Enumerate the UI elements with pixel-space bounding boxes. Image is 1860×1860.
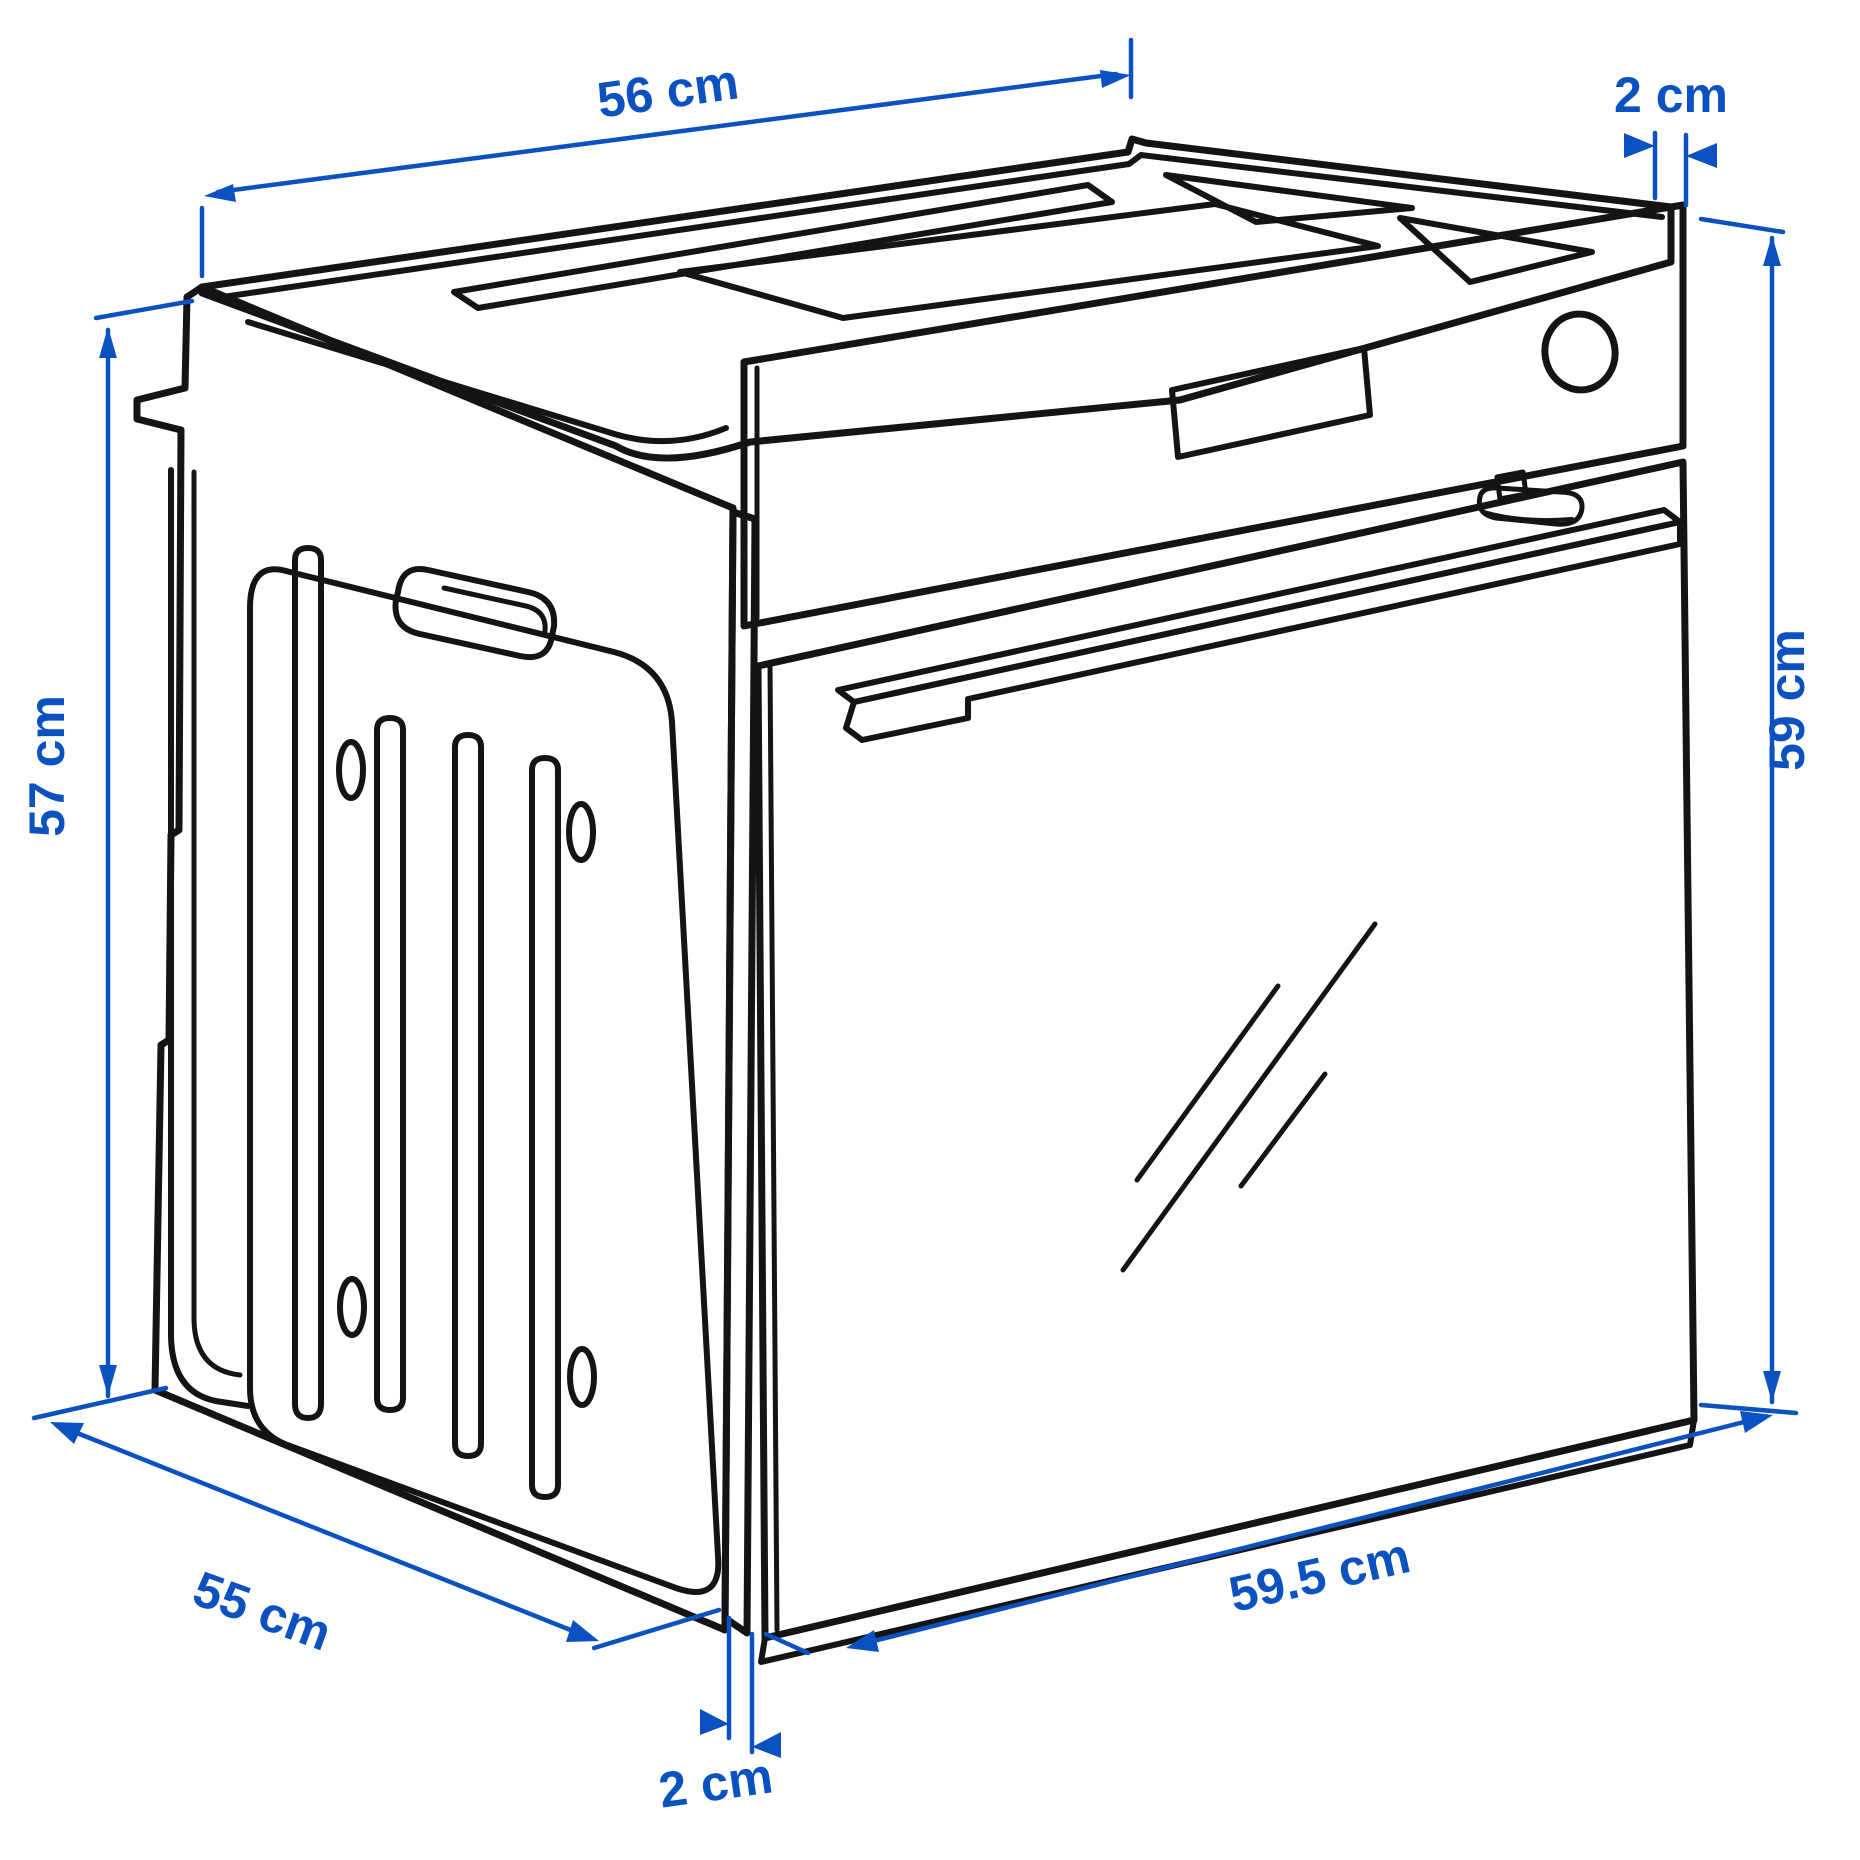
top-frame-opening-center xyxy=(677,201,1381,321)
dimension-side-height: 57 cm xyxy=(19,298,195,1421)
door-latch-tab-inner xyxy=(1482,510,1574,523)
glass-reflection-lines xyxy=(1120,921,1378,1273)
side-panel-hole-1 xyxy=(336,739,366,801)
side-panel-slot-4 xyxy=(529,755,561,1500)
side-panel-grip-cutout xyxy=(392,566,558,660)
door-handle-bar xyxy=(843,519,1683,743)
side-panel-slot-3 xyxy=(452,732,484,1459)
side-panel-hole-2 xyxy=(566,801,596,863)
dimension-front-height: 59 cm xyxy=(1698,216,1815,1416)
dimension-top-overhang-label: 2 cm xyxy=(1614,67,1728,123)
dimension-top-width: 56 cm xyxy=(199,37,1134,279)
dimension-front-width-label: 59.5 cm xyxy=(1224,1527,1415,1623)
side-panel-hole-4 xyxy=(567,1346,597,1408)
side-panel-rear-channel xyxy=(168,467,251,1409)
top-frame xyxy=(198,135,1675,462)
dimension-front-width: 59.5 cm xyxy=(763,1411,1773,1656)
oven-door-bottom-edge xyxy=(758,1417,1697,1665)
side-panel-slot-1 xyxy=(292,545,324,1421)
oven-line-art xyxy=(133,135,1698,1665)
top-frame-opening-corner xyxy=(1163,172,1415,225)
door-latch-tab xyxy=(1476,485,1585,527)
dimension-depth-label: 55 cm xyxy=(186,1561,338,1662)
display-window xyxy=(1169,345,1373,460)
control-panel xyxy=(740,201,1687,630)
control-knob xyxy=(1541,310,1619,394)
side-panel-slot-2 xyxy=(374,715,406,1413)
dimension-front-height-label: 59 cm xyxy=(1759,629,1815,771)
carcass-front-edge xyxy=(721,508,759,1637)
side-panel-rear-channel-inner xyxy=(191,469,243,1378)
oven-door xyxy=(754,458,1698,1642)
dimension-top-overhang: 2 cm xyxy=(1614,67,1728,208)
dimension-bottom-overhang-label: 2 cm xyxy=(655,1747,776,1818)
side-panel-grip-cutout-inner xyxy=(441,585,548,634)
dimension-top-width-label: 56 cm xyxy=(594,53,742,128)
dimension-depth: 55 cm xyxy=(50,1422,722,1662)
door-handle-top xyxy=(835,507,1683,705)
side-panel-hole-3 xyxy=(337,1276,367,1338)
top-frame-rail-inner xyxy=(245,319,729,445)
top-frame-opening-left xyxy=(451,182,1115,311)
side-panel-recess xyxy=(247,566,722,1595)
top-frame-rim-inner xyxy=(213,152,1665,301)
side-panel xyxy=(133,283,737,1634)
dimension-side-height-label: 57 cm xyxy=(19,695,75,837)
oven-door-left-edge xyxy=(767,661,780,1633)
